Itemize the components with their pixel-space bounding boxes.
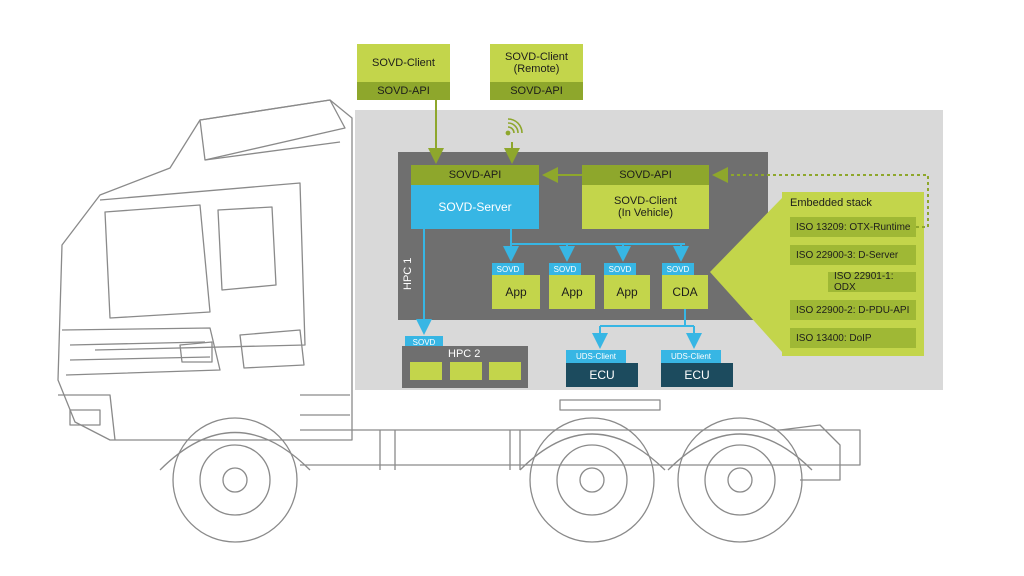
cda-tag: SOVD xyxy=(662,263,694,275)
sovd-client-local-api: SOVD-API xyxy=(357,82,450,100)
roof-spoiler xyxy=(199,99,346,161)
hpc2-module xyxy=(489,362,521,380)
app-box: App xyxy=(604,275,650,309)
app-tag: SOVD xyxy=(492,263,524,275)
sovd-client-local-title: SOVD-Client xyxy=(372,57,435,69)
stack-row-dserver: ISO 22900-3: D-Server xyxy=(790,245,916,265)
sovd-client-remote: SOVD-Client (Remote) xyxy=(490,44,583,82)
rear-wheel-2 xyxy=(667,417,813,543)
ecu-uds-tag: UDS-Client xyxy=(566,350,626,363)
stack-row-otx: ISO 13209: OTX-Runtime xyxy=(790,217,916,237)
vehicle-client-line2: (In Vehicle) xyxy=(617,207,674,219)
vehicle-client: SOVD-Client (In Vehicle) xyxy=(582,185,709,229)
front-wheel xyxy=(159,417,311,543)
app-tag: SOVD xyxy=(604,263,636,275)
hpc2-sovd-tag: SOVD xyxy=(405,336,443,348)
hpc2-module xyxy=(450,362,482,380)
sovd-client-remote-api: SOVD-API xyxy=(490,82,583,100)
stack-row-odx: ISO 22901-1: ODX xyxy=(828,271,916,293)
sovd-server-api: SOVD-API xyxy=(411,165,539,185)
sovd-client-remote-title-2: (Remote) xyxy=(513,63,560,75)
ecu-box: ECU xyxy=(566,363,638,387)
ecu-uds-tag: UDS-Client xyxy=(661,350,721,363)
vehicle-client-line1: SOVD-Client xyxy=(614,195,677,207)
ecu-box: ECU xyxy=(661,363,733,387)
stack-row-dpdu: ISO 22900-2: D-PDU-API xyxy=(790,300,916,320)
stack-row-doip: ISO 13400: DoIP xyxy=(790,328,916,348)
sovd-server: SOVD-Server xyxy=(411,185,539,229)
cda-box: CDA xyxy=(662,275,708,309)
hpc2-module xyxy=(410,362,442,380)
app-box: App xyxy=(549,275,595,309)
cab-window xyxy=(104,204,211,319)
embedded-stack-title: Embedded stack xyxy=(790,197,872,209)
sovd-client-remote-title-1: SOVD-Client xyxy=(505,51,568,63)
rear-wheel-1 xyxy=(519,417,666,543)
vehicle-client-api: SOVD-API xyxy=(582,165,709,185)
cab-outline xyxy=(57,99,353,441)
sovd-client-local: SOVD-Client xyxy=(357,44,450,82)
hpc2-label: HPC 2 xyxy=(448,348,481,360)
app-box: App xyxy=(492,275,540,309)
chassis xyxy=(300,429,861,466)
app-tag: SOVD xyxy=(549,263,581,275)
